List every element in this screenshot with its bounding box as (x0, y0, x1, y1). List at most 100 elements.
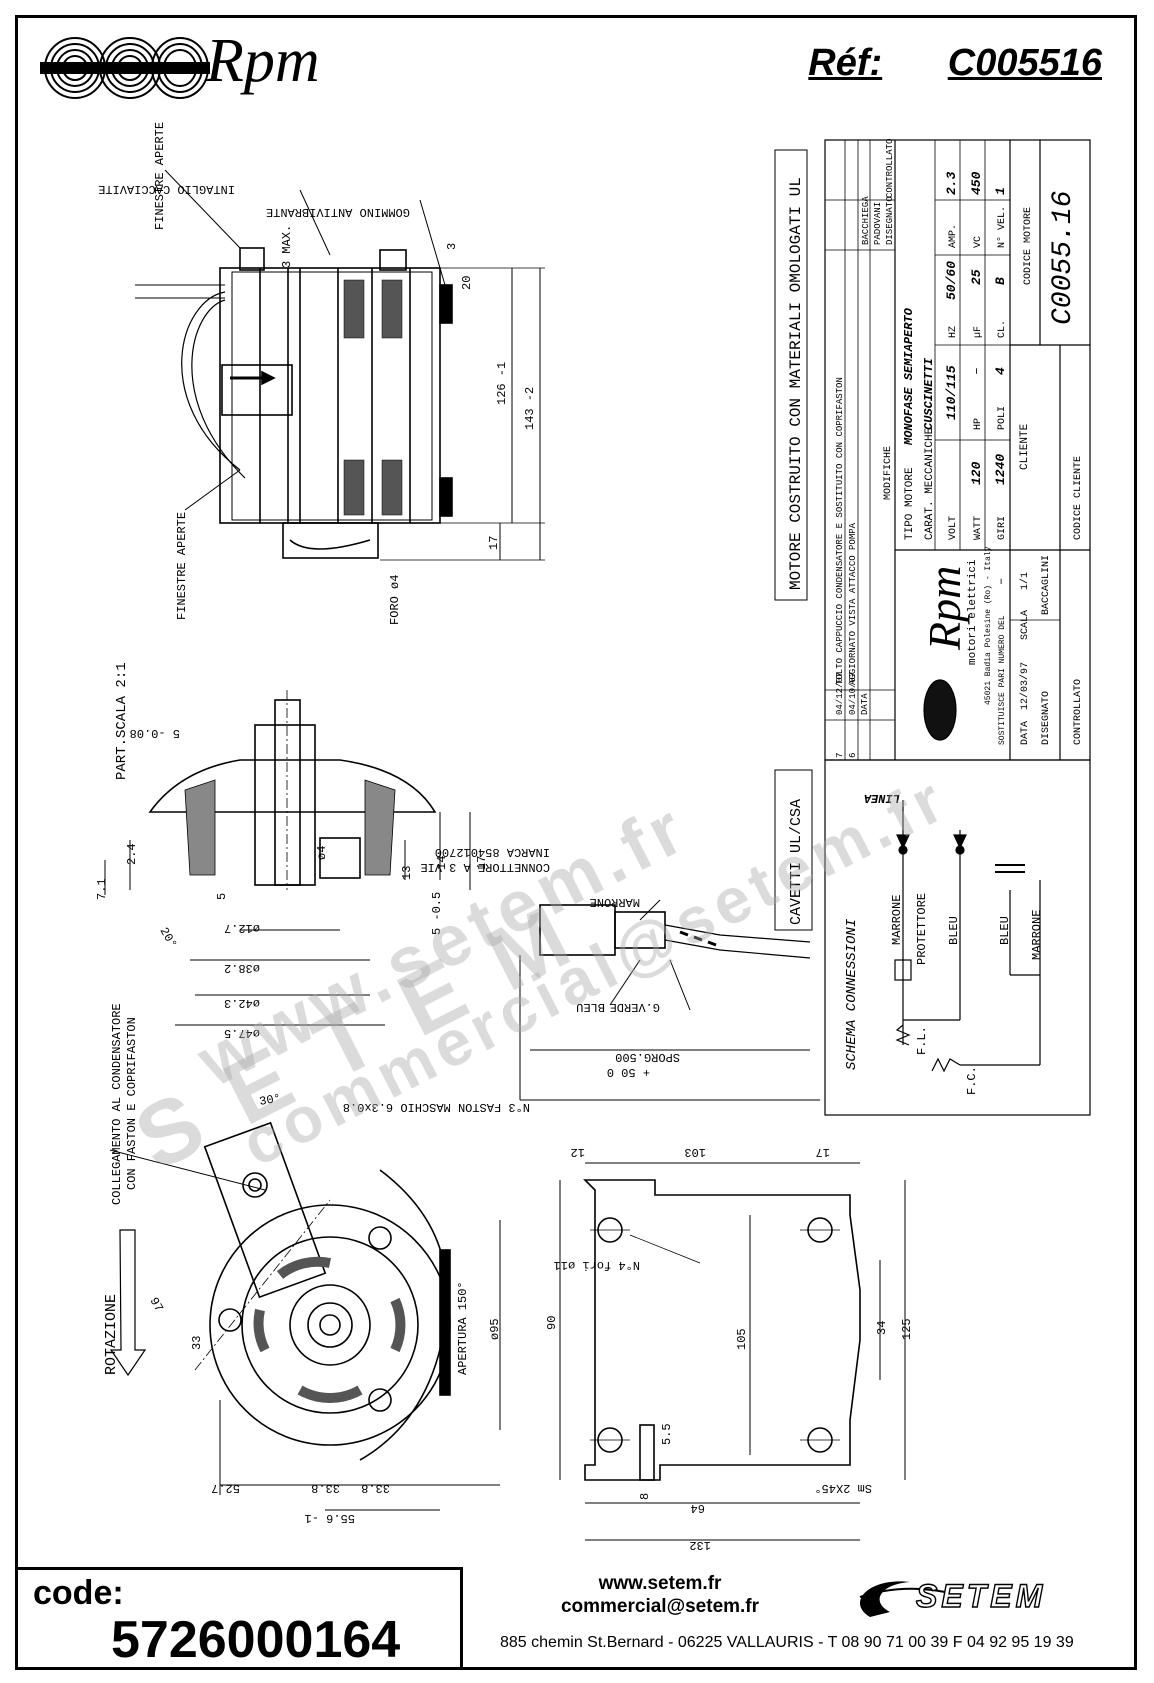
dim-33-8a: 33.8 (311, 1481, 340, 1495)
note-ul: MOTORE COSTRUITO CON MATERIALI OMOLOGATI… (787, 177, 805, 590)
drawing-sheet (15, 15, 1137, 1670)
dim-d95: ø95 (488, 1318, 502, 1340)
dim-d42-3: ø42.3 (224, 996, 260, 1010)
label-finestre-aperte-top: FINESTRE APERTE (153, 122, 167, 230)
connector-drawing (519, 899, 820, 1101)
tb-codice-cliente-lbl: CODICE CLIENTE (1073, 456, 1084, 540)
brand-name: Rpm (206, 27, 320, 95)
label-sporg-tol: + 50 0 (607, 1065, 650, 1079)
dim-14: 14 (435, 856, 449, 870)
label-sm: Sm 2X45° (814, 1481, 872, 1495)
tb-nvel-lbl: N° VEL. (996, 206, 1008, 248)
dim-12: 12 (571, 1145, 585, 1159)
dim-90: 90 (545, 1316, 559, 1330)
schema-protettore: PROTETTORE (915, 893, 929, 965)
dim-132: 132 (689, 1538, 711, 1552)
tb-volt-lbl: VOLT (948, 516, 959, 540)
contact-web[interactable]: www.setem.fr (598, 1573, 722, 1594)
label-fori: N°4 fori ø11 (554, 1258, 640, 1272)
tb-company: motori elettrici (967, 559, 979, 665)
dim-125: 125 (900, 1318, 914, 1340)
rpm-logo-icon (40, 37, 210, 99)
schema-bleu2: BLEU (998, 916, 1012, 945)
shaft-detail-section (104, 690, 471, 1026)
motor-side-view (135, 169, 545, 561)
tb-sost-lbl: SOSTITUISCE PARI NUMERO DEL (998, 615, 1007, 745)
tb-poli: 4 (993, 367, 1008, 375)
dim-d12-7: ø12.7 (224, 921, 260, 935)
label-rotazione: ROTAZIONE (103, 1294, 120, 1375)
dim-13: 13 (400, 866, 414, 880)
dim-5-tol: 5 -0.08 (130, 726, 180, 740)
label-finestre-aperte-bottom: FINESTRE APERTE (175, 512, 189, 620)
label-g-verde: G.VERDE (610, 1000, 660, 1014)
dim-3: 3 (445, 243, 459, 250)
contact-block: www.setem.fr commercial@setem.fr (561, 1572, 759, 1618)
tb-col-data: DATA (860, 693, 870, 715)
tb-rpm-brand: Rpm (919, 566, 970, 651)
tb-data-lbl: DATA (1020, 721, 1031, 745)
label-gommino: GOMMINO ANTIVIBRANTE (266, 205, 410, 219)
tb-carat: CUSCINETTI (922, 357, 936, 430)
schema-fl: F.L. (915, 1026, 929, 1055)
dim-143: 143 -2 (523, 387, 537, 430)
dim-33: 33 (190, 1336, 204, 1350)
base-plate-drawing (559, 1162, 906, 1541)
label-collegamento: COLLEGAMENTO AL CONDENSATORE (110, 1003, 124, 1205)
dim-126: 126 -1 (495, 362, 509, 405)
dim-30-deg: 30° (258, 1091, 282, 1109)
tb-hz-lbl: HZ (948, 326, 959, 338)
tb-scala: 1/1 (1019, 572, 1031, 590)
tb-watt: 120 (969, 461, 984, 485)
motor-front-view (109, 1121, 501, 1511)
tb-uf-lbl: µF (973, 326, 984, 338)
label-connettore: CONNETTORE A 3 VIE (420, 860, 550, 874)
dim-55-6: 55.6 -1 (305, 1511, 355, 1525)
tb-vc: 450 (969, 171, 984, 195)
tb-codice-motore: C0055.16 (1048, 191, 1079, 325)
dim-5: 5 (215, 893, 229, 900)
ref-value: C005516 (947, 42, 1102, 84)
tb-rev7-text: TOLTO CAPPUCCIO CONDENSATORE E SOSTITUIT… (835, 377, 845, 685)
label-part-scala: PART.SCALA 2:1 (114, 662, 130, 780)
tb-giri: 1240 (993, 454, 1008, 485)
tb-controllato-lbl: CONTROLLATO (1073, 679, 1084, 745)
tb-rev6-date: 04/10/07 (848, 672, 858, 715)
tb-codice-motore-lbl: CODICE MOTORE (1023, 207, 1034, 285)
dim-17: 17 (487, 536, 501, 550)
dim-33-8b: 33.8 (361, 1481, 390, 1495)
tb-watt-lbl: WATT (973, 516, 984, 540)
tb-hz: 50/60 (944, 261, 959, 300)
schema-fc: F.C. (965, 1066, 979, 1095)
dim-d4: ø4 (315, 846, 329, 860)
dim-8: 8 (638, 1493, 652, 1500)
tb-data: 12/03/97 (1019, 662, 1031, 710)
contact-email[interactable]: commercial@setem.fr (560, 1596, 760, 1617)
tb-uf: 25 (969, 269, 984, 285)
label-sporg: SPORG.500 (615, 1050, 680, 1064)
tb-amp-lbl: AMP. (948, 224, 959, 248)
setem-logo: SETEM (915, 1577, 1047, 1614)
dim-d47-5: ø47.5 (224, 1026, 260, 1040)
label-faston: N°3 FASTON MASCHIO 6.3x0.8 (343, 1100, 530, 1114)
tb-hp: – (969, 367, 984, 375)
dim-17c: 17 (816, 1145, 830, 1159)
dim-64: 64 (691, 1501, 705, 1515)
dim-2-4: 2.4 (125, 843, 139, 865)
tb-rev7-n: 7 (835, 753, 845, 758)
note-cavetti: CAVETTI UL/CSA (788, 799, 805, 925)
label-con-faston: CON FASTON E COPRIFASTON (125, 1017, 139, 1190)
dim-103: 103 (684, 1145, 706, 1159)
dim-3max: 3 MAX. (280, 225, 294, 268)
schema-marrone2: MARRONE (1030, 910, 1044, 960)
schema-linea: LINEA (864, 791, 900, 805)
tb-rev7-date: 04/12/07 (835, 672, 845, 715)
tb-company-addr: 45021 Badia Polesine (Ro) - Italy (984, 546, 993, 705)
title-block (774, 139, 1091, 931)
tb-tipo-motore: MONOFASE SEMIAPERTO (902, 307, 916, 446)
tb-controllato: CONTROLLATO (885, 139, 895, 198)
code-box: code: 5726000164 (15, 1567, 463, 1670)
setem-swoosh-icon (859, 1581, 946, 1617)
tb-vc-lbl: VC (973, 236, 984, 248)
dim-5-05: 5 -0.5 (430, 892, 444, 935)
